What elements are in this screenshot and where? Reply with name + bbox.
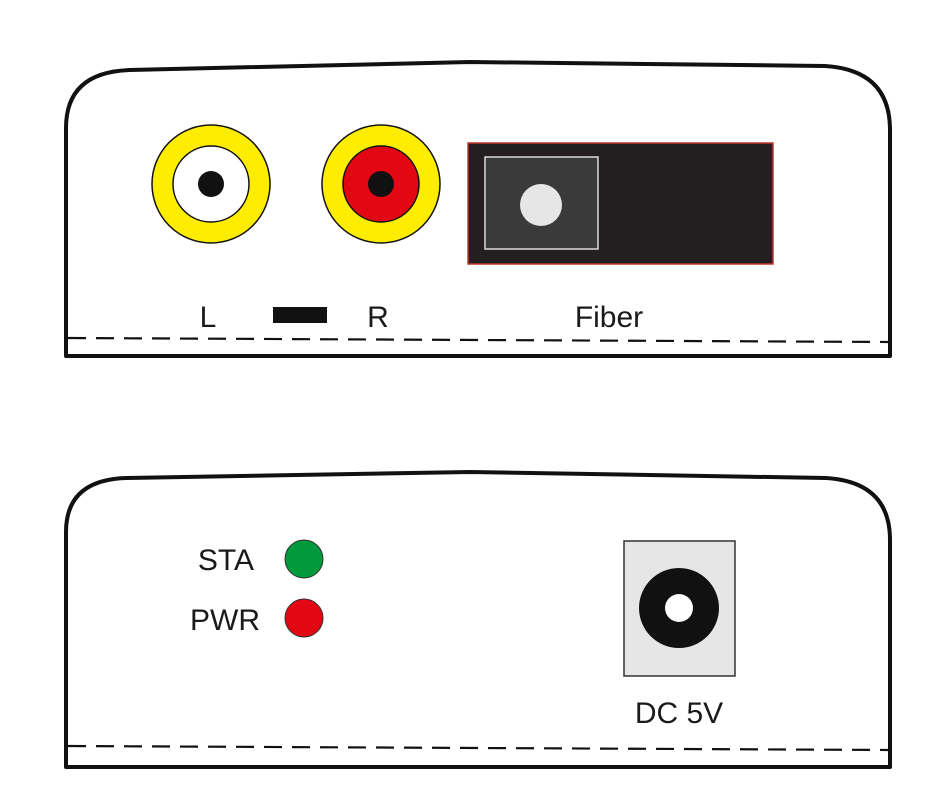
rca-jack-right[interactable] xyxy=(321,124,441,244)
dc-jack-hole xyxy=(665,594,693,622)
front-panel-dashed-line xyxy=(67,336,889,344)
lr-switch[interactable] xyxy=(273,307,327,323)
rca-right-pin xyxy=(368,171,394,197)
fiber-port-core xyxy=(520,184,562,226)
dc-power-jack[interactable] xyxy=(623,540,736,677)
label-sta: STA xyxy=(198,544,254,577)
sta-led xyxy=(284,539,324,579)
back-panel-dashed-line xyxy=(67,744,889,752)
label-pwr: PWR xyxy=(190,604,260,637)
rca-left-pin xyxy=(198,171,224,197)
label-right: R xyxy=(367,301,389,334)
front-panel: L R Fiber xyxy=(64,60,892,358)
label-fiber: Fiber xyxy=(575,301,643,334)
label-dc-5v: DC 5V xyxy=(635,697,723,730)
back-panel: STA PWR DC 5V xyxy=(64,470,892,769)
fiber-port[interactable] xyxy=(467,142,774,265)
pwr-led xyxy=(284,598,324,638)
label-left: L xyxy=(200,301,217,334)
rca-jack-left[interactable] xyxy=(151,124,271,244)
